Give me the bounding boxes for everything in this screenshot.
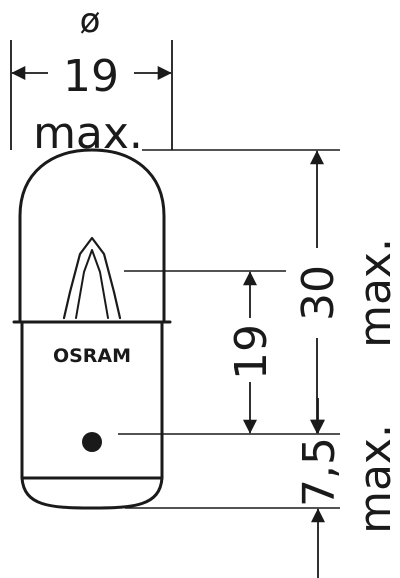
bulb-outline: [12, 148, 172, 510]
diameter-qualifier: max.: [33, 108, 143, 159]
diameter-dimension: [10, 40, 173, 150]
overall-height-value: 30: [293, 265, 344, 321]
filament: [62, 236, 122, 320]
filament-inner: [75, 249, 109, 319]
brand-logo: OSRAM: [53, 345, 131, 367]
extension-lines: [118, 149, 340, 509]
filament-height-value: 19: [226, 324, 277, 380]
bayonet-pin-dot: [82, 432, 102, 452]
pin-height-value: 7,5: [294, 437, 345, 507]
pin-height-qualifier: max.: [350, 424, 400, 534]
glass-envelope: [18, 148, 166, 324]
contact-foot: [20, 476, 164, 510]
overall-height-qualifier: max.: [350, 238, 400, 348]
diameter-value: 19: [63, 51, 119, 102]
metal-base: [20, 320, 164, 480]
diameter-symbol: ø: [80, 1, 101, 41]
